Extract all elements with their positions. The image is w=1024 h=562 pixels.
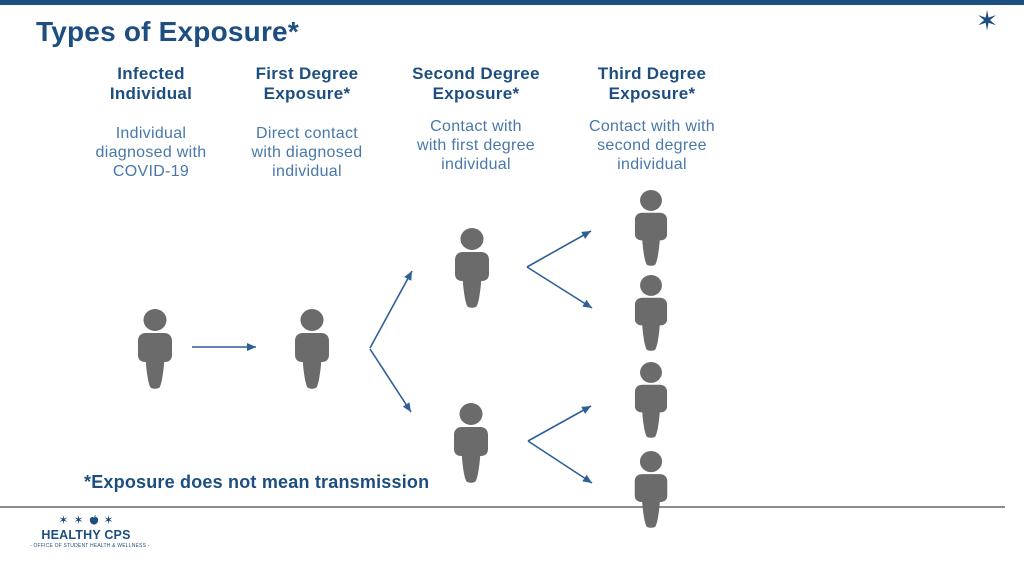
logo-brand-text: HEALTHY CPS xyxy=(41,528,131,542)
arrow-secondupper-to-third-1 xyxy=(526,230,592,268)
person-icon-third-degree-4 xyxy=(634,450,668,529)
column-third-degree: Third Degree Exposure* Contact with with… xyxy=(562,64,742,174)
six-pointed-star-icon: ✶ xyxy=(73,513,84,527)
six-pointed-star-icon: ✶ xyxy=(103,513,114,527)
column-description: Individual diagnosed with COVID-19 xyxy=(95,125,207,180)
arrow-secondlower-to-third-4 xyxy=(527,440,593,484)
arrow-secondlower-to-third-3 xyxy=(527,405,592,442)
column-description: Contact with with first degree individua… xyxy=(416,118,536,173)
person-icon-second-degree-2 xyxy=(454,402,488,484)
person-icon-third-degree-1 xyxy=(634,189,668,267)
column-second-degree: Second Degree Exposure* Contact with wit… xyxy=(386,64,566,174)
footer-divider-line xyxy=(0,506,1005,508)
arrow-first-to-second-upper xyxy=(369,270,413,349)
person-icon-third-degree-2 xyxy=(634,274,668,352)
column-description: Direct contact with diagnosed individual xyxy=(251,125,363,180)
chicago-star-icon: ✶ xyxy=(975,6,999,37)
column-infected-individual: Infected Individual Individual diagnosed… xyxy=(61,64,241,181)
page-title: Types of Exposure* xyxy=(36,16,299,47)
arrow-secondupper-to-third-2 xyxy=(526,266,593,309)
column-header: First Degree Exposure* xyxy=(255,64,359,103)
person-icon-first-degree xyxy=(295,308,329,390)
healthy-cps-logo: ✶ ✶ ✶ HEALTHY CPS - OFFICE OF STUDENT HE… xyxy=(30,514,150,549)
top-accent-bar xyxy=(0,0,1024,5)
column-first-degree: First Degree Exposure* Direct contact wi… xyxy=(217,64,397,181)
logo-tagline: - OFFICE OF STUDENT HEALTH & WELLNESS - xyxy=(30,543,150,549)
column-header: Infected Individual xyxy=(109,64,193,103)
logo-icon-row: ✶ ✶ ✶ xyxy=(30,514,142,526)
six-pointed-star-icon: ✶ xyxy=(58,513,69,527)
person-icon-second-degree-1 xyxy=(455,227,489,309)
arrow-first-to-second-lower xyxy=(369,348,412,413)
column-header: Third Degree Exposure* xyxy=(597,64,707,103)
person-icon-third-degree-3 xyxy=(634,361,668,439)
column-description: Contact with with second degree individu… xyxy=(588,118,716,173)
footnote: *Exposure does not mean transmission xyxy=(84,472,430,492)
apple-icon xyxy=(89,514,98,525)
person-icon-infected xyxy=(138,308,172,390)
column-header: Second Degree Exposure* xyxy=(412,64,540,103)
